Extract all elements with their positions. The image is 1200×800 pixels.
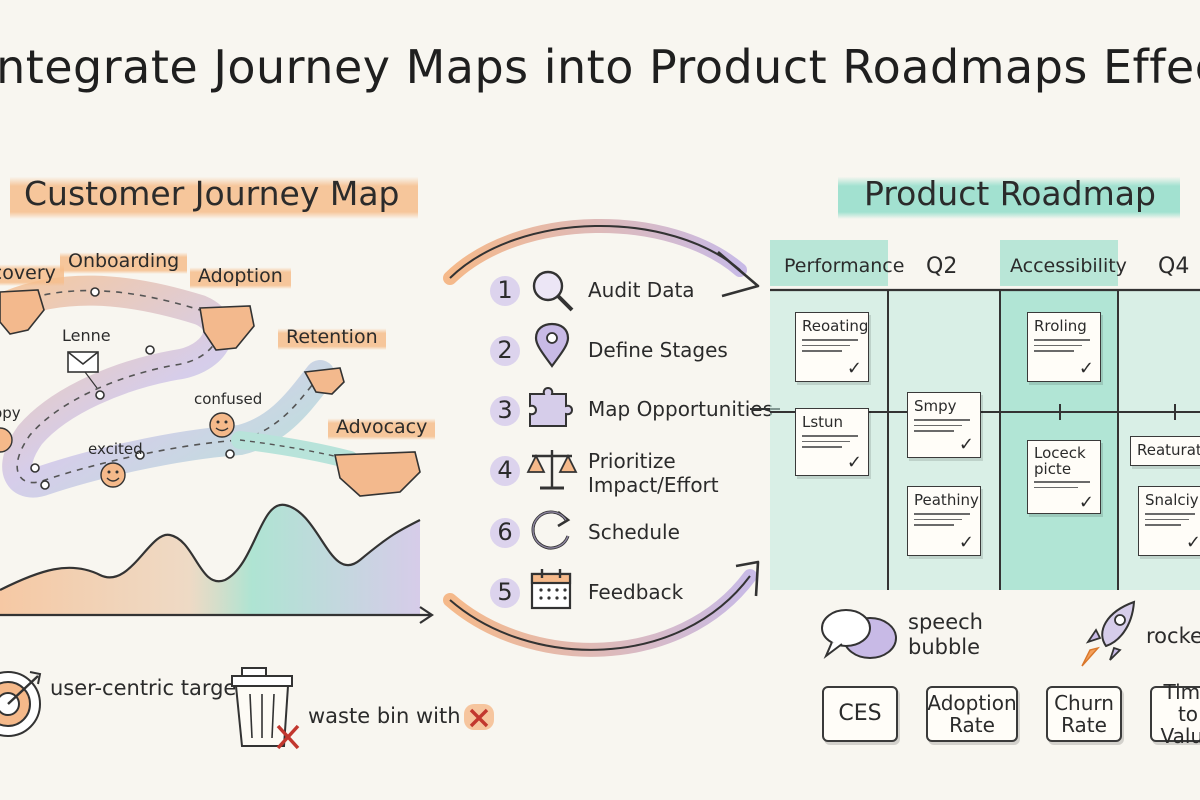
roadmap-card[interactable]: Rroling ✓	[1027, 312, 1101, 382]
annotation-excited: excited	[88, 440, 143, 458]
emoji-excited-icon	[100, 462, 126, 488]
card-title: Reaturat	[1137, 441, 1200, 459]
card-title: Peathiny	[914, 491, 979, 509]
emoji-confused-icon	[209, 412, 235, 438]
stage-label-adoption: Adoption	[190, 265, 291, 289]
step-label-4: Prioritize	[588, 449, 676, 473]
page-title: Integrate Journey Maps into Product Road…	[0, 40, 1200, 94]
envelope-icon	[67, 351, 99, 389]
island-advocacy	[334, 451, 421, 497]
check-icon: ✓	[1185, 532, 1200, 553]
map-pin-icon	[534, 322, 570, 368]
legend-target-label: user-centric target	[50, 676, 245, 700]
step-number-2: 2	[497, 336, 513, 364]
top-arrow	[443, 218, 747, 285]
check-icon: ✓	[1078, 358, 1094, 379]
roadmap-card[interactable]: Smpy ✓	[907, 392, 981, 458]
check-icon: ✓	[846, 452, 862, 473]
road-milestones	[30, 287, 235, 490]
check-icon: ✓	[958, 532, 974, 553]
roadmap-title: Product Roadmap	[838, 172, 1180, 219]
step-number-3: 3	[497, 396, 513, 424]
stage-label-advocacy: Advocacy	[328, 416, 436, 440]
scales-icon	[526, 450, 578, 490]
roadmap-card[interactable]: Reoating ✓	[795, 312, 869, 382]
step-label-4-line2: Impact/Effort	[588, 473, 719, 497]
metric-time-to-value: Time to Value	[1150, 681, 1200, 747]
column-accessibility: Accessibility	[1010, 255, 1127, 277]
journey-map-drawing	[0, 275, 434, 624]
stage-label-discovery: Discovery	[0, 262, 64, 286]
metric-adoption-rate-label: Adoption Rate	[927, 691, 1017, 737]
roadmap-card[interactable]: Peathiny ✓	[907, 486, 981, 556]
metric-ces: CES	[822, 686, 898, 742]
card-title: Lstun	[802, 413, 844, 431]
card-title: Smpy	[914, 397, 957, 415]
target-icon	[0, 671, 42, 737]
island-retention	[303, 367, 345, 395]
rocket-icon	[1081, 600, 1136, 667]
card-title: Snalciy	[1145, 491, 1199, 509]
metric-churn-rate: Churn Rate	[1046, 686, 1122, 742]
check-icon: ✓	[1078, 492, 1094, 513]
annotation-email: Lenne	[62, 326, 111, 345]
island-discovery	[0, 289, 45, 335]
stage-label-retention: Retention	[278, 326, 386, 350]
step-label-3: Map Opportunities	[588, 397, 774, 421]
emoji-happy-icon	[0, 427, 13, 453]
metric-churn-rate-label: Churn Rate	[1054, 691, 1114, 737]
stage-label-onboarding: Onboarding	[60, 250, 188, 274]
step-number-6: 6	[497, 518, 513, 546]
journey-road	[0, 275, 335, 498]
roadmap-card[interactable]: Snalciy ✓	[1138, 486, 1200, 556]
metric-ces-label: CES	[838, 701, 882, 726]
x-mark-icon	[464, 704, 494, 730]
island-adoption	[199, 305, 255, 351]
step-number-1: 1	[497, 276, 513, 304]
check-icon: ✓	[846, 358, 862, 379]
annotation-confused: confused	[194, 390, 263, 408]
calendar-icon	[530, 569, 572, 610]
axis-arrowhead	[419, 606, 434, 624]
column-q2: Q2	[926, 254, 958, 279]
metric-adoption-rate: Adoption Rate	[926, 686, 1018, 742]
check-icon: ✓	[958, 434, 974, 455]
roadmap-card[interactable]: Loceck picte ✓	[1027, 440, 1101, 514]
legend-speech-label: speech bubble	[908, 610, 983, 659]
column-performance: Performance	[784, 255, 905, 277]
step-label-6: Schedule	[588, 520, 680, 544]
emotion-wave-area	[0, 504, 420, 615]
speech-bubble-icon	[821, 609, 897, 660]
metric-time-to-value-label: Time to Value	[1160, 680, 1200, 748]
waste-bin-icon	[231, 667, 300, 750]
step-number-5: 5	[497, 578, 513, 606]
flow-arrows	[443, 218, 760, 657]
card-title: Reoating	[802, 317, 869, 335]
step-label-2: Define Stages	[588, 338, 728, 362]
road-branch	[231, 431, 359, 469]
puzzle-icon	[529, 387, 573, 427]
roadmap-card[interactable]: Reaturat	[1130, 436, 1200, 466]
step-label-1: Audit Data	[588, 278, 695, 302]
column-q4: Q4	[1158, 254, 1190, 279]
magnifier-icon	[532, 270, 574, 312]
refresh-icon	[531, 510, 571, 550]
card-title: Loceck picte	[1034, 444, 1086, 478]
card-title: Rroling	[1034, 317, 1087, 335]
annotation-happy: happy	[0, 404, 21, 422]
roadmap-card[interactable]: Lstun ✓	[795, 408, 869, 476]
step-number-4: 4	[497, 456, 513, 484]
emotion-wave-line	[0, 503, 421, 591]
journey-map-title: Customer Journey Map	[10, 172, 418, 219]
step-label-5: Feedback	[588, 580, 684, 604]
legend-rocket-label: rocket	[1146, 624, 1200, 648]
legend-bin-label: waste bin with	[308, 704, 461, 728]
